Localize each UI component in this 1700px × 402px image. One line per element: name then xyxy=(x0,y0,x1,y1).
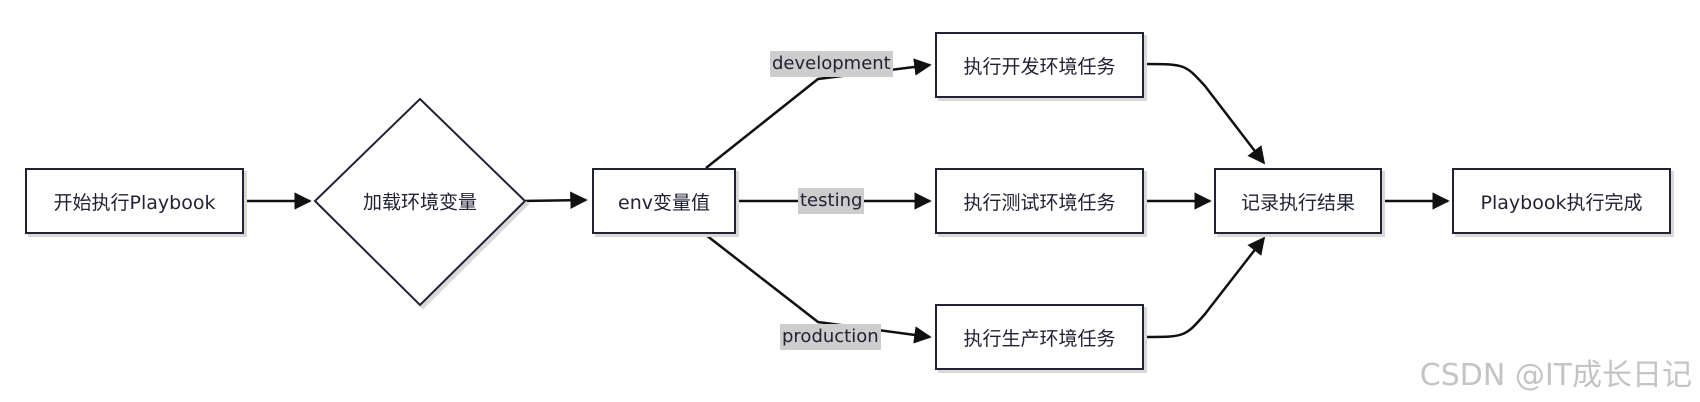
node-record: 记录执行结果 xyxy=(1214,168,1382,234)
edge-prod-to-record xyxy=(1143,236,1266,339)
watermark: CSDN @IT成长日记 xyxy=(1419,358,1692,393)
node-load-env: 加载环境变量 xyxy=(362,191,478,214)
edge-load-to-env xyxy=(521,191,588,209)
edge-dev-to-record xyxy=(1143,62,1266,165)
edge-label-production: production xyxy=(780,324,881,350)
node-task-prod: 执行生产环境任务 xyxy=(935,304,1144,370)
decision-diamond xyxy=(313,97,527,307)
node-done: Playbook执行完成 xyxy=(1452,168,1671,234)
node-task-dev: 执行开发环境任务 xyxy=(935,32,1144,98)
edge-env-to-dev xyxy=(705,58,932,169)
node-task-test: 执行测试环境任务 xyxy=(935,168,1144,234)
node-start: 开始执行Playbook xyxy=(25,168,244,234)
edge-label-development: development xyxy=(770,51,893,77)
node-env-value: env变量值 xyxy=(592,168,736,234)
edge-label-testing: testing xyxy=(798,188,865,214)
edge-env-to-prod xyxy=(705,234,932,344)
